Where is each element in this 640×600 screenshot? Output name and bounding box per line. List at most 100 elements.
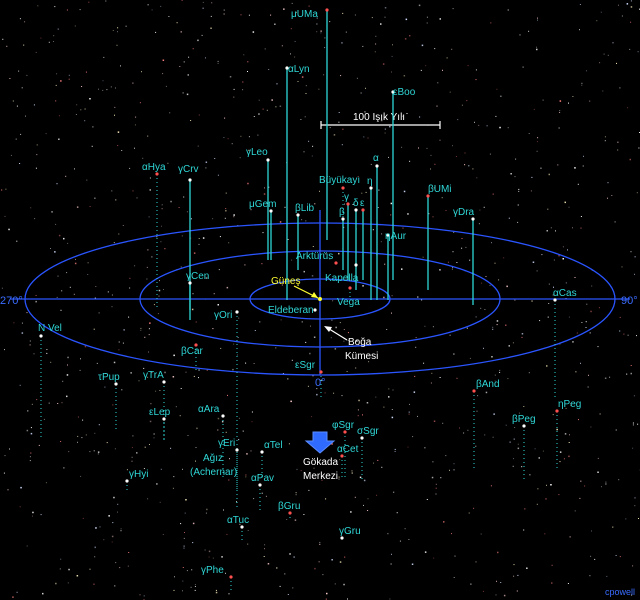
star-label: α — [373, 153, 379, 164]
star-dot — [340, 454, 344, 458]
star-label: γ — [344, 192, 349, 203]
star-dot — [285, 66, 289, 70]
star-dot — [188, 281, 192, 285]
star-label: τPup — [98, 372, 120, 383]
star-stems — [39, 8, 559, 590]
star-label: μGem — [249, 199, 276, 210]
star-label: βUMi — [428, 184, 452, 195]
star-dot — [240, 525, 244, 529]
star-dot — [39, 334, 43, 338]
star-dot — [319, 370, 323, 374]
star-dot — [313, 308, 317, 312]
sun-marker — [293, 285, 322, 301]
star-dot — [162, 417, 166, 421]
star-label: βAnd — [476, 379, 500, 390]
star-label: Arktürüs — [296, 251, 333, 262]
star-label: αPav — [251, 473, 274, 484]
galactic-plane-rings — [10, 210, 630, 376]
star-dot — [114, 382, 118, 386]
sun-label: Güneş — [271, 276, 300, 287]
star-label: γCrv — [178, 164, 199, 175]
star-dot — [555, 409, 559, 413]
star-label: αTuc — [227, 515, 249, 526]
star-dot — [288, 511, 292, 515]
star-label: μUMa — [291, 9, 318, 20]
star-dot — [426, 194, 430, 198]
galactic-center-label-line2: Merkezi — [303, 471, 338, 482]
star-label: γCen — [186, 271, 209, 282]
star-label: γLeo — [246, 147, 268, 158]
star-dot — [553, 298, 557, 302]
star-label: εSgr — [295, 360, 316, 371]
star-dot — [235, 448, 239, 452]
star-dot — [341, 217, 345, 221]
star-dot — [340, 536, 344, 540]
star-label: N Vel — [38, 323, 62, 334]
star-label: β — [339, 207, 345, 218]
star-dot — [229, 575, 233, 579]
star-dot — [266, 158, 270, 162]
star-dot — [346, 202, 350, 206]
star-label: γOri — [214, 310, 232, 321]
pleiades-label-line2: Kümesi — [345, 351, 378, 362]
star-dot — [325, 8, 329, 12]
star-dot — [369, 186, 373, 190]
star-dot — [471, 217, 475, 221]
star-dot — [343, 430, 347, 434]
star-label: Kapella — [325, 273, 359, 284]
star-label: αCet — [337, 444, 359, 455]
star-label: η — [367, 176, 373, 187]
achernar-label-line1: Ağız — [203, 453, 223, 464]
star-dot — [162, 380, 166, 384]
star-label: γTrA — [143, 370, 164, 381]
star-label: φSgr — [332, 420, 355, 431]
star-dot — [258, 483, 262, 487]
star-dot — [296, 213, 300, 217]
star-label: αCas — [553, 288, 577, 299]
axis-label-right: 90° — [621, 295, 638, 307]
star-label: αTel — [264, 440, 283, 451]
star-label: σSgr — [357, 426, 379, 437]
star-dot — [472, 389, 476, 393]
star-label: γGru — [339, 526, 361, 537]
star-label: δ — [353, 198, 359, 209]
star-label: ε — [360, 198, 365, 209]
star-label: Vega — [337, 297, 360, 308]
star-label: ηAur — [385, 231, 407, 242]
star-label: γEri — [218, 438, 235, 449]
star-label: βPeg — [512, 414, 536, 425]
credit-text: cpowell — [605, 587, 635, 597]
axis-label-left: 270° — [0, 295, 23, 307]
star-label: ηPeg — [558, 399, 581, 410]
scale-bar — [320, 121, 441, 129]
axis-label-bottom: 0° — [315, 377, 326, 389]
star-dot — [375, 164, 379, 168]
achernar-label-line2: (Achernar) — [190, 467, 237, 478]
star-dot — [354, 208, 358, 212]
star-label: βGru — [278, 501, 300, 512]
star-label: γHyi — [129, 469, 148, 480]
star-label: αHya — [142, 162, 166, 173]
star-dot — [360, 436, 364, 440]
galactic-center-arrow-icon — [304, 431, 336, 454]
star-dot — [125, 479, 129, 483]
star-dot — [334, 261, 338, 265]
galactic-center-label-line1: Gökada — [303, 457, 338, 468]
star-label: αLyn — [288, 64, 310, 75]
star-dot — [194, 343, 198, 347]
star-dot — [361, 208, 365, 212]
star-label: γPhe — [201, 565, 224, 576]
star-dot — [235, 310, 239, 314]
star-dot — [260, 450, 264, 454]
star-label: αAra — [198, 404, 220, 415]
star-dot — [269, 209, 273, 213]
star-label: Büyükayı — [319, 175, 360, 186]
star-dot — [221, 414, 225, 418]
star-label: εLep — [149, 407, 171, 418]
star-dot — [354, 263, 358, 267]
star-label: βLib — [295, 203, 315, 214]
